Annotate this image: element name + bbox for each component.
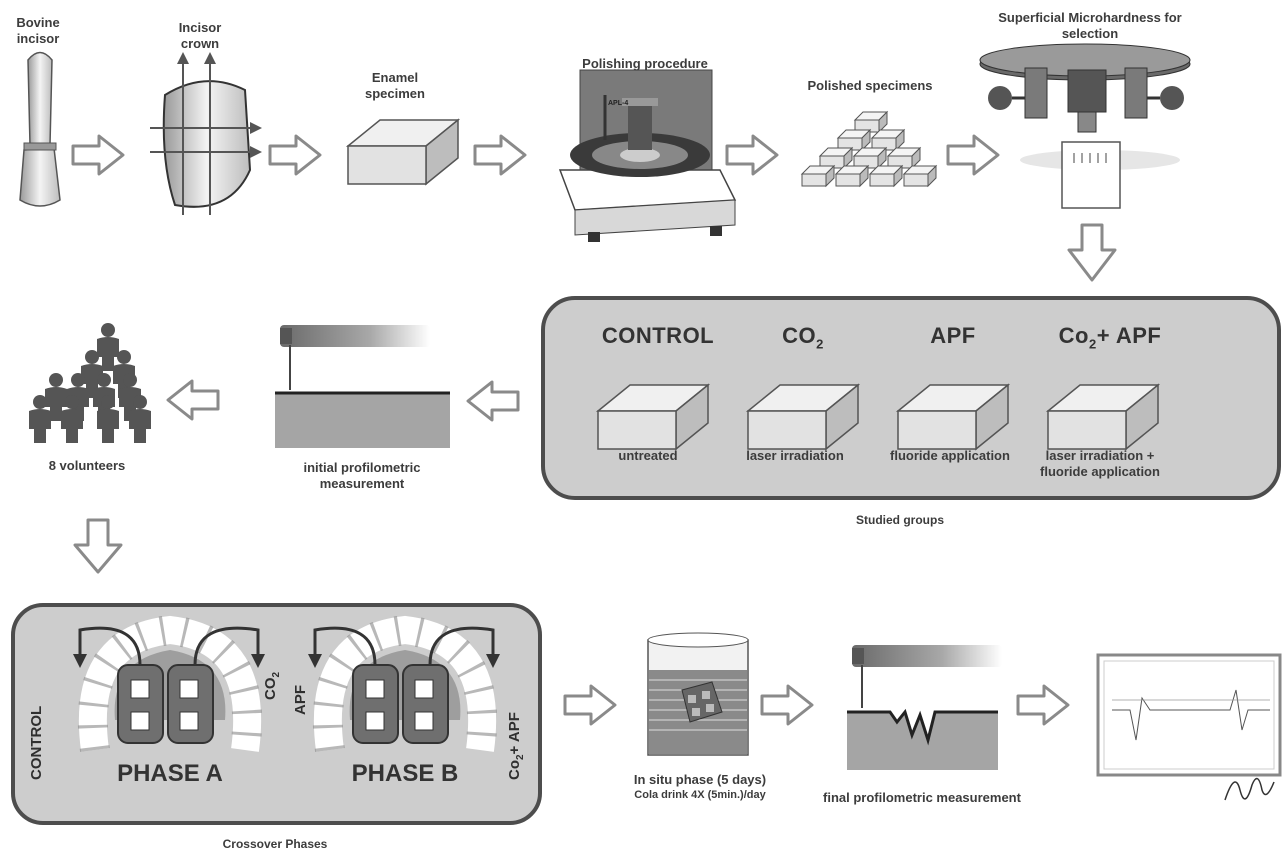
group-co2-title: CO2 bbox=[782, 323, 824, 352]
initial-profilometry-label: initial profilometric measurement bbox=[303, 460, 421, 491]
arrow-down-2 bbox=[73, 518, 123, 574]
arrow-left-2 bbox=[166, 379, 220, 421]
polishing-procedure-label: Polishing procedure bbox=[582, 56, 708, 71]
final-profilometer-icon bbox=[847, 645, 1002, 770]
group-control-desc: untreated bbox=[618, 448, 678, 463]
phase-b-right-label: Co2+ APF bbox=[506, 712, 526, 780]
phase-a-right-label: CO2 bbox=[262, 671, 282, 700]
arrow-down-1 bbox=[1067, 223, 1117, 282]
microhardness-label: Superficial Microhardness for selection bbox=[998, 10, 1182, 41]
arrow-left-1 bbox=[466, 380, 520, 422]
arrow-7 bbox=[760, 684, 814, 726]
microhardness-tester-icon bbox=[979, 43, 1191, 209]
arrow-8 bbox=[1016, 684, 1070, 726]
initial-profilometer-icon bbox=[275, 325, 450, 448]
incisor-crown-icon bbox=[150, 52, 262, 215]
final-profilometry-label: final profilometric measurement bbox=[823, 790, 1021, 805]
machine-label: APL-4 bbox=[608, 100, 628, 107]
arrow-5 bbox=[946, 134, 1000, 176]
beaker-icon bbox=[647, 632, 749, 756]
group-apf-desc: fluoride application bbox=[890, 448, 1010, 463]
studied-groups-caption: Studied groups bbox=[856, 513, 944, 527]
phase-b-left-label: APF bbox=[292, 685, 309, 715]
arrow-1 bbox=[71, 134, 125, 176]
group-co2-apf-title: Co2+ APF bbox=[1058, 323, 1162, 352]
polished-specimens-icon bbox=[801, 111, 937, 187]
arrow-2 bbox=[268, 134, 322, 176]
incisor-crown-label: Incisor crown bbox=[178, 20, 222, 51]
arrow-6 bbox=[563, 684, 617, 726]
crossover-caption: Crossover Phases bbox=[222, 837, 328, 851]
phase-a-arch-icon bbox=[73, 614, 265, 753]
group-co2-desc: laser irradiation bbox=[746, 448, 844, 463]
group-apf-title: APF bbox=[930, 323, 976, 348]
in-situ-title: In situ phase (5 days) bbox=[633, 772, 767, 787]
group-co2-apf-desc: laser irradiation + fluoride application bbox=[1040, 448, 1160, 479]
phase-b-title: PHASE B bbox=[351, 760, 459, 787]
phase-a-left-label: CONTROL bbox=[28, 705, 45, 780]
arrow-4 bbox=[725, 134, 779, 176]
polished-specimens-label: Polished specimens bbox=[807, 78, 933, 93]
phase-a-title: PHASE A bbox=[117, 760, 223, 787]
enamel-specimen-icon bbox=[347, 119, 459, 185]
bovine-incisor-icon bbox=[19, 51, 61, 207]
phase-b-arch-icon bbox=[308, 614, 500, 753]
group-control-title: CONTROL bbox=[601, 323, 715, 348]
in-situ-detail: Cola drink 4X (5min.)/day bbox=[634, 789, 766, 801]
polishing-machine-icon bbox=[558, 69, 737, 242]
result-plot-icon bbox=[1096, 653, 1282, 801]
volunteers-label: 8 volunteers bbox=[48, 458, 126, 473]
arrow-3 bbox=[473, 134, 527, 176]
enamel-specimen-label: Enamel specimen bbox=[365, 70, 425, 101]
volunteers-icon bbox=[29, 323, 151, 443]
bovine-incisor-label: Bovine incisor bbox=[16, 15, 60, 46]
